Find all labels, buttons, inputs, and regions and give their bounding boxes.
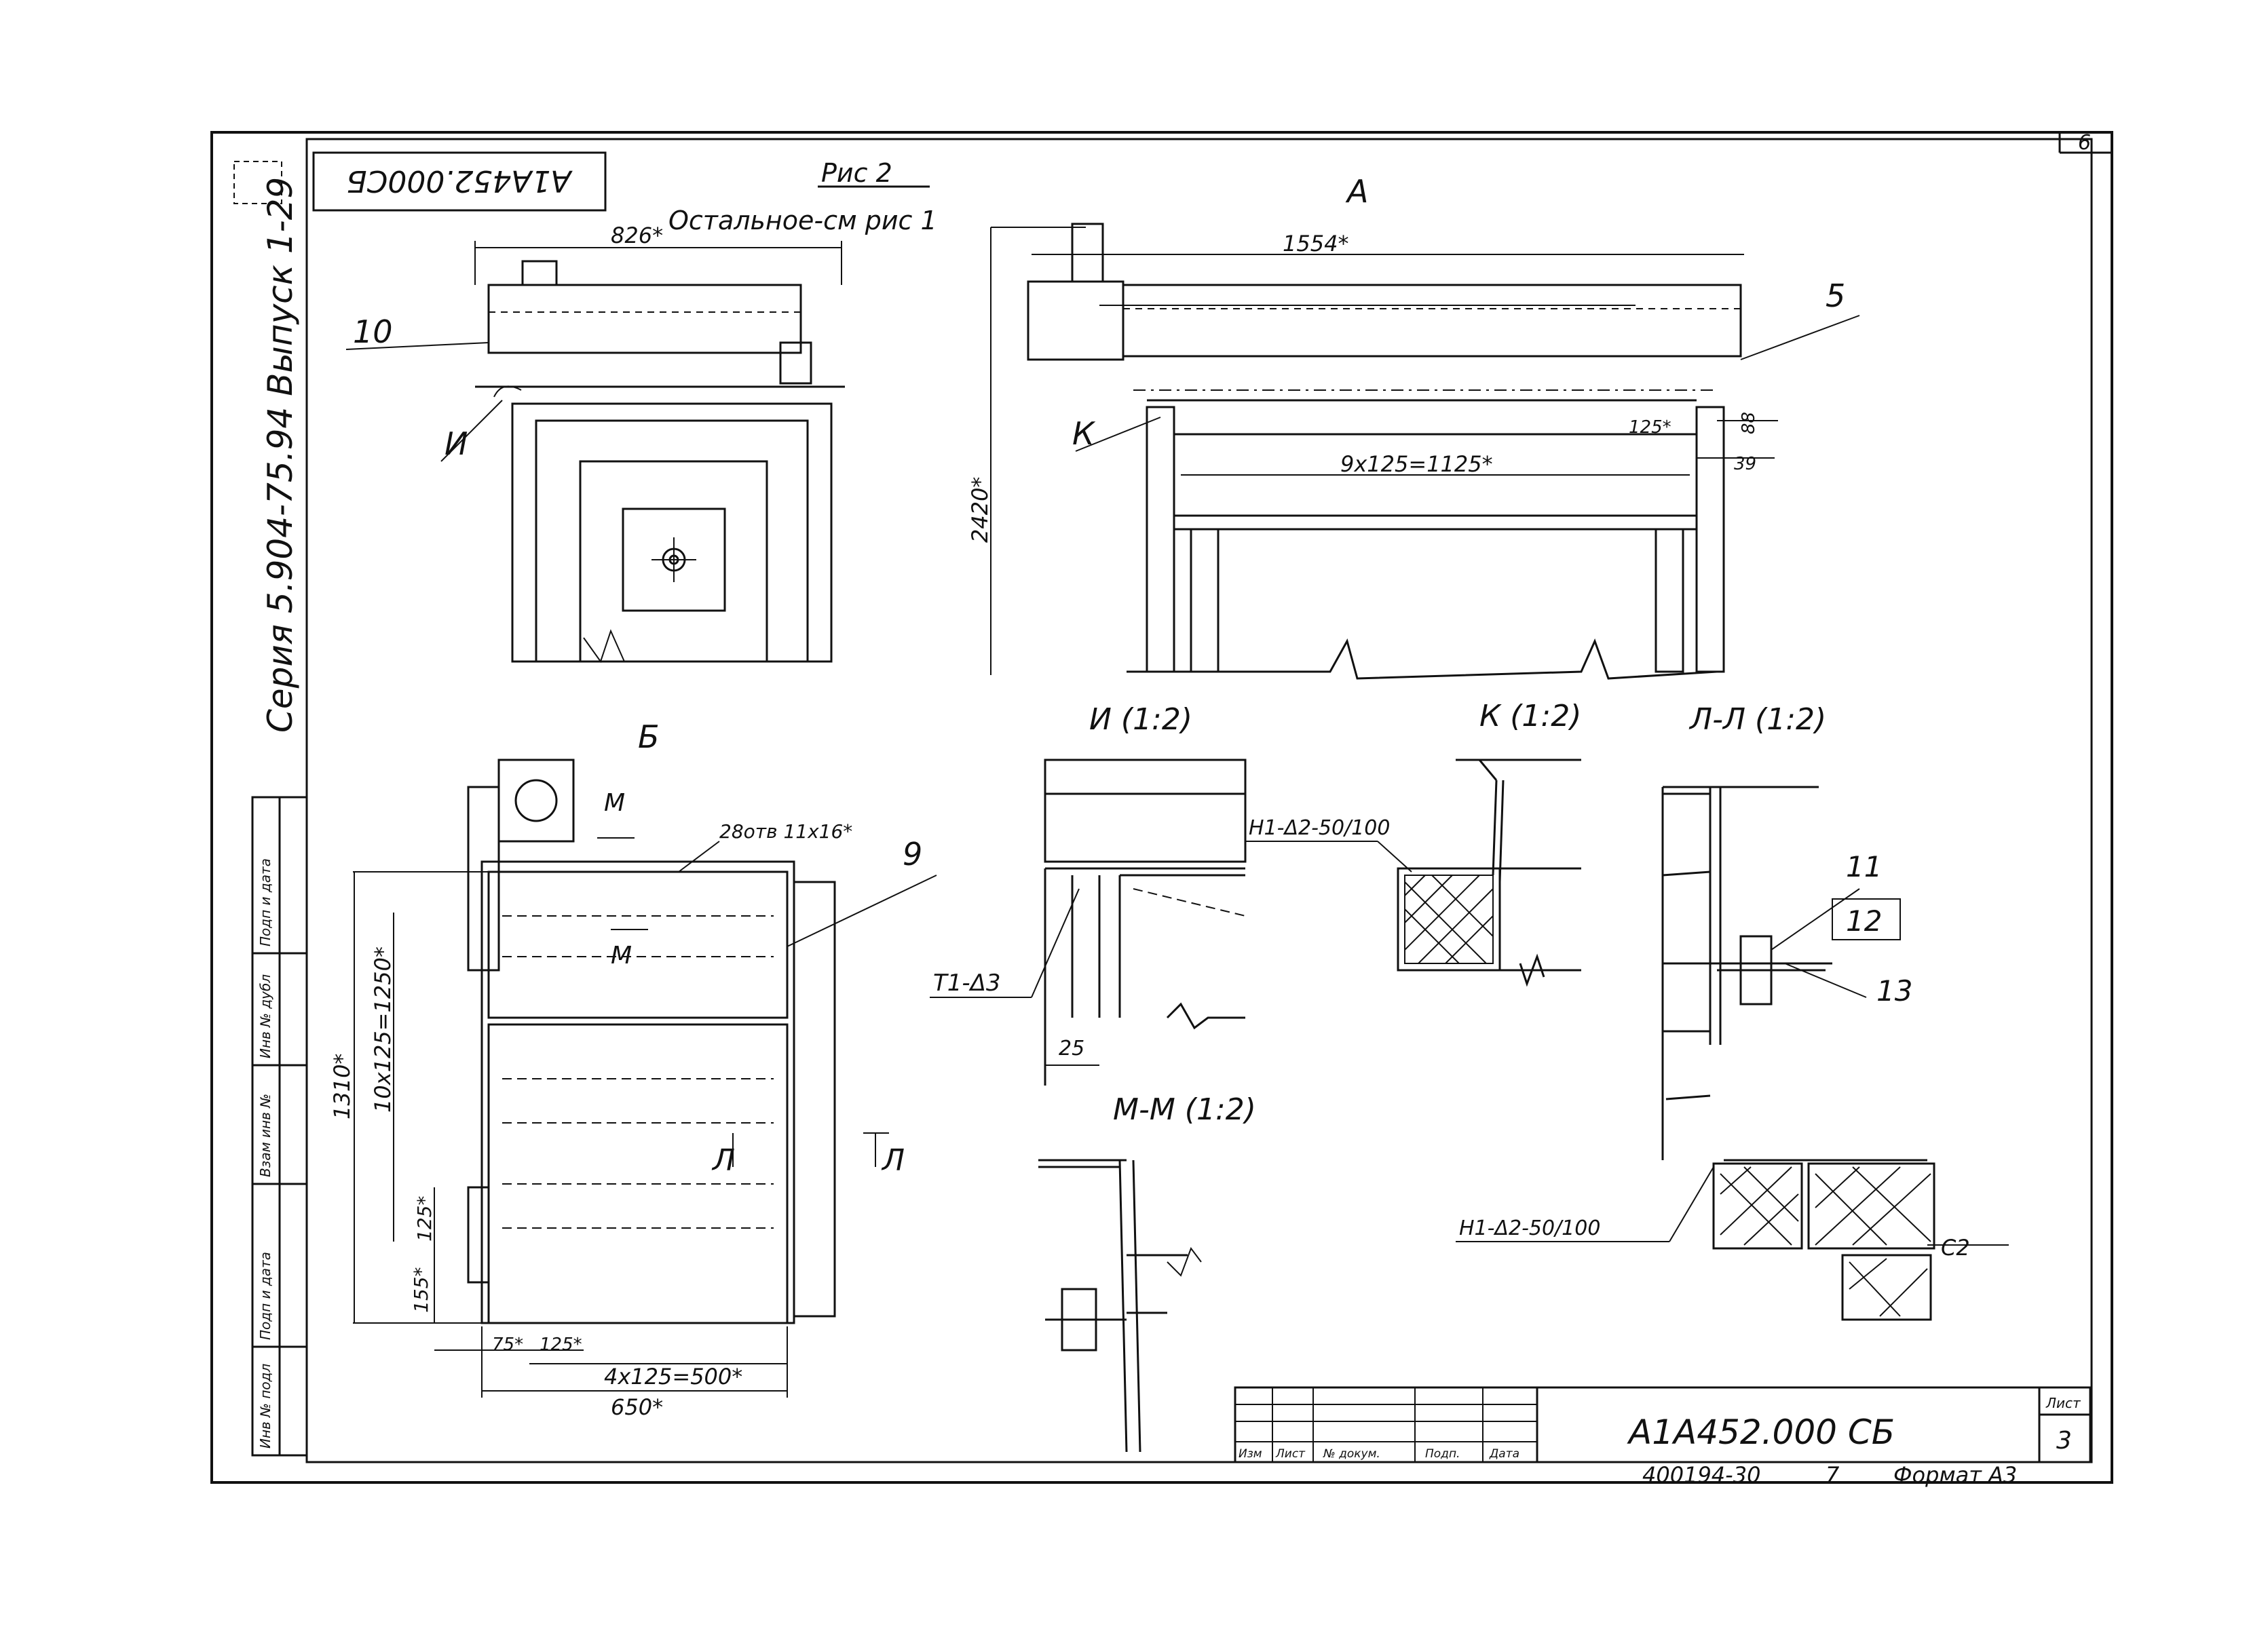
side-label-2: Взам инв № (257, 1094, 273, 1177)
tb-header-1: Лист (1275, 1447, 1306, 1461)
view-B-title: Б (638, 718, 660, 755)
footer-archive: 400194-30 (1642, 1462, 1760, 1488)
view-B-dim-125b: 125* (540, 1335, 582, 1355)
view-B-dim-pitch-v: 10x125=1250* (370, 946, 396, 1113)
view-B-holes: 28отв 11x16* (719, 820, 852, 843)
section-LL-title: Л-Л (1:2) (1688, 702, 1826, 737)
fig2-view (474, 241, 845, 664)
tb-header-0: Изм (1239, 1447, 1262, 1461)
title-block-sheet-label: Лист (2045, 1395, 2081, 1411)
title-block-designation: А1А452.000 СБ (1627, 1413, 1895, 1452)
view-B-dim-650: 650* (611, 1394, 663, 1420)
callout-11: 11 (1846, 850, 1882, 883)
section-LL-insulation (1712, 1162, 1935, 1321)
side-label-4: Подп и дата (257, 858, 273, 946)
title-block (1234, 1386, 2092, 1463)
view-B (353, 759, 937, 1398)
title-block-headers: Изм Лист № докум. Подп. Дата (1239, 1447, 1519, 1461)
section-mark-M-bottom: М (611, 942, 632, 970)
view-A-dim-height: 2420* (967, 477, 993, 543)
detail-K (1397, 759, 1581, 987)
section-MM-title: М-М (1:2) (1113, 1092, 1256, 1127)
view-B-dim-total: 1310* (329, 1054, 355, 1119)
top-stamp-text: А1А452.000СБ (346, 164, 573, 198)
callout-I: И (445, 425, 468, 462)
tb-header-3: Подп. (1425, 1447, 1460, 1461)
detail-K-insulation (1404, 875, 1494, 964)
section-LL (1661, 786, 1927, 1162)
side-approval-table (251, 796, 308, 1457)
series-label: Серия 5.904-75.94 Выпуск 1-29 (261, 177, 300, 733)
view-A-title: А (1345, 173, 1368, 210)
view-A-dim-88: 88 (1739, 412, 1759, 434)
footer-copy: 7 (1826, 1462, 1840, 1488)
side-table-labels: Инв № подл Подп и дата Взам инв № Инв № … (257, 858, 273, 1449)
side-label-3: Инв № дубл (257, 974, 273, 1058)
section-MM (1038, 1159, 1202, 1453)
detail-I (1044, 759, 1247, 1086)
view-B-dim-75: 75* (492, 1335, 523, 1355)
callout-13: 13 (1876, 974, 1912, 1008)
side-label-0: Инв № подл (257, 1364, 273, 1449)
section-mark-L-left: Л (711, 1143, 735, 1178)
view-A-dim-length: 1554* (1283, 231, 1348, 256)
view-A-dim-pitch: 9x125=1125* (1340, 451, 1493, 477)
footer-format: Формат А3 (1893, 1462, 2017, 1488)
tb-header-2: № докум. (1323, 1447, 1380, 1461)
view-B-dim-125: 125* (413, 1196, 436, 1242)
left-margin: Серия 5.904-75.94 Выпуск 1-29 (233, 161, 300, 733)
section-mark-L-right: Л (881, 1143, 905, 1178)
title-block-sheet-value: 3 (2056, 1427, 2072, 1455)
section-mark-M-top: М (604, 789, 625, 817)
figure-note: Остальное-см рис 1 (668, 206, 937, 235)
detail-I-weld: Т1-Δ3 (933, 970, 1001, 997)
detail-K-weld: Н1-Δ2-50/100 (1249, 816, 1390, 840)
callout-10: 10 (353, 313, 393, 350)
callout-K: К (1072, 415, 1096, 452)
detail-I-dim: 25 (1059, 1037, 1084, 1060)
side-label-1: Подп и дата (257, 1252, 273, 1340)
section-LL-c2: С2 (1941, 1235, 1970, 1261)
top-stamp: А1А452.000СБ (312, 151, 607, 212)
detail-K-title: К (1:2) (1479, 699, 1581, 733)
callout-9: 9 (903, 836, 922, 873)
view-A (990, 223, 1778, 680)
section-LL-weld: Н1-Δ2-50/100 (1459, 1216, 1600, 1240)
tb-header-4: Дата (1489, 1447, 1519, 1461)
figure-caption: Рис 2 (821, 158, 892, 188)
fig2-dim-width: 826* (611, 223, 663, 248)
sheet-frame (210, 131, 2113, 1484)
callout-5: 5 (1826, 277, 1845, 314)
view-A-dim-step: 125* (1629, 417, 1671, 438)
detail-I-title: И (1:2) (1089, 702, 1192, 737)
view-B-dim-155: 155* (410, 1267, 432, 1313)
sheet-number: 6 (2078, 131, 2091, 155)
callout-12: 12 (1846, 904, 1882, 938)
view-B-dim-pitch-h: 4x125=500* (604, 1364, 742, 1390)
view-A-dim-39: 39 (1734, 454, 1756, 474)
